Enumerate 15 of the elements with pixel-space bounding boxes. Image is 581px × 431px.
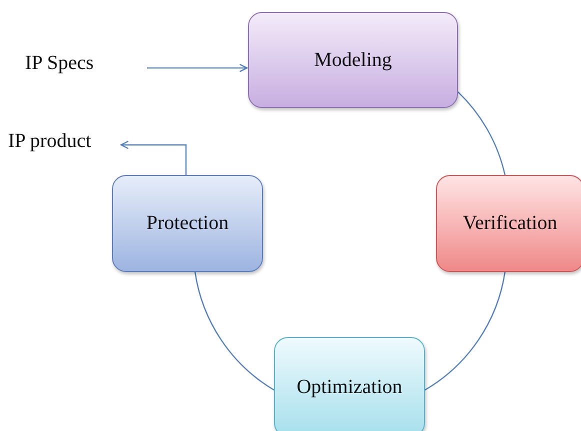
box-label: Verification xyxy=(462,212,558,235)
input-output-label: IP product xyxy=(8,130,92,152)
process-box xyxy=(436,175,581,272)
box-label: Optimization xyxy=(296,376,402,398)
process-box xyxy=(112,175,263,272)
arrow xyxy=(120,140,187,175)
box-label: Protection xyxy=(146,212,229,235)
input-output-label: IP Specs xyxy=(25,52,94,74)
connector-arc xyxy=(458,92,506,176)
arrow xyxy=(147,64,248,72)
connector-arc xyxy=(424,272,506,390)
box-label: Modeling xyxy=(314,48,392,72)
connector-arc xyxy=(194,272,274,390)
process-box xyxy=(274,337,425,431)
process-box xyxy=(248,12,458,108)
